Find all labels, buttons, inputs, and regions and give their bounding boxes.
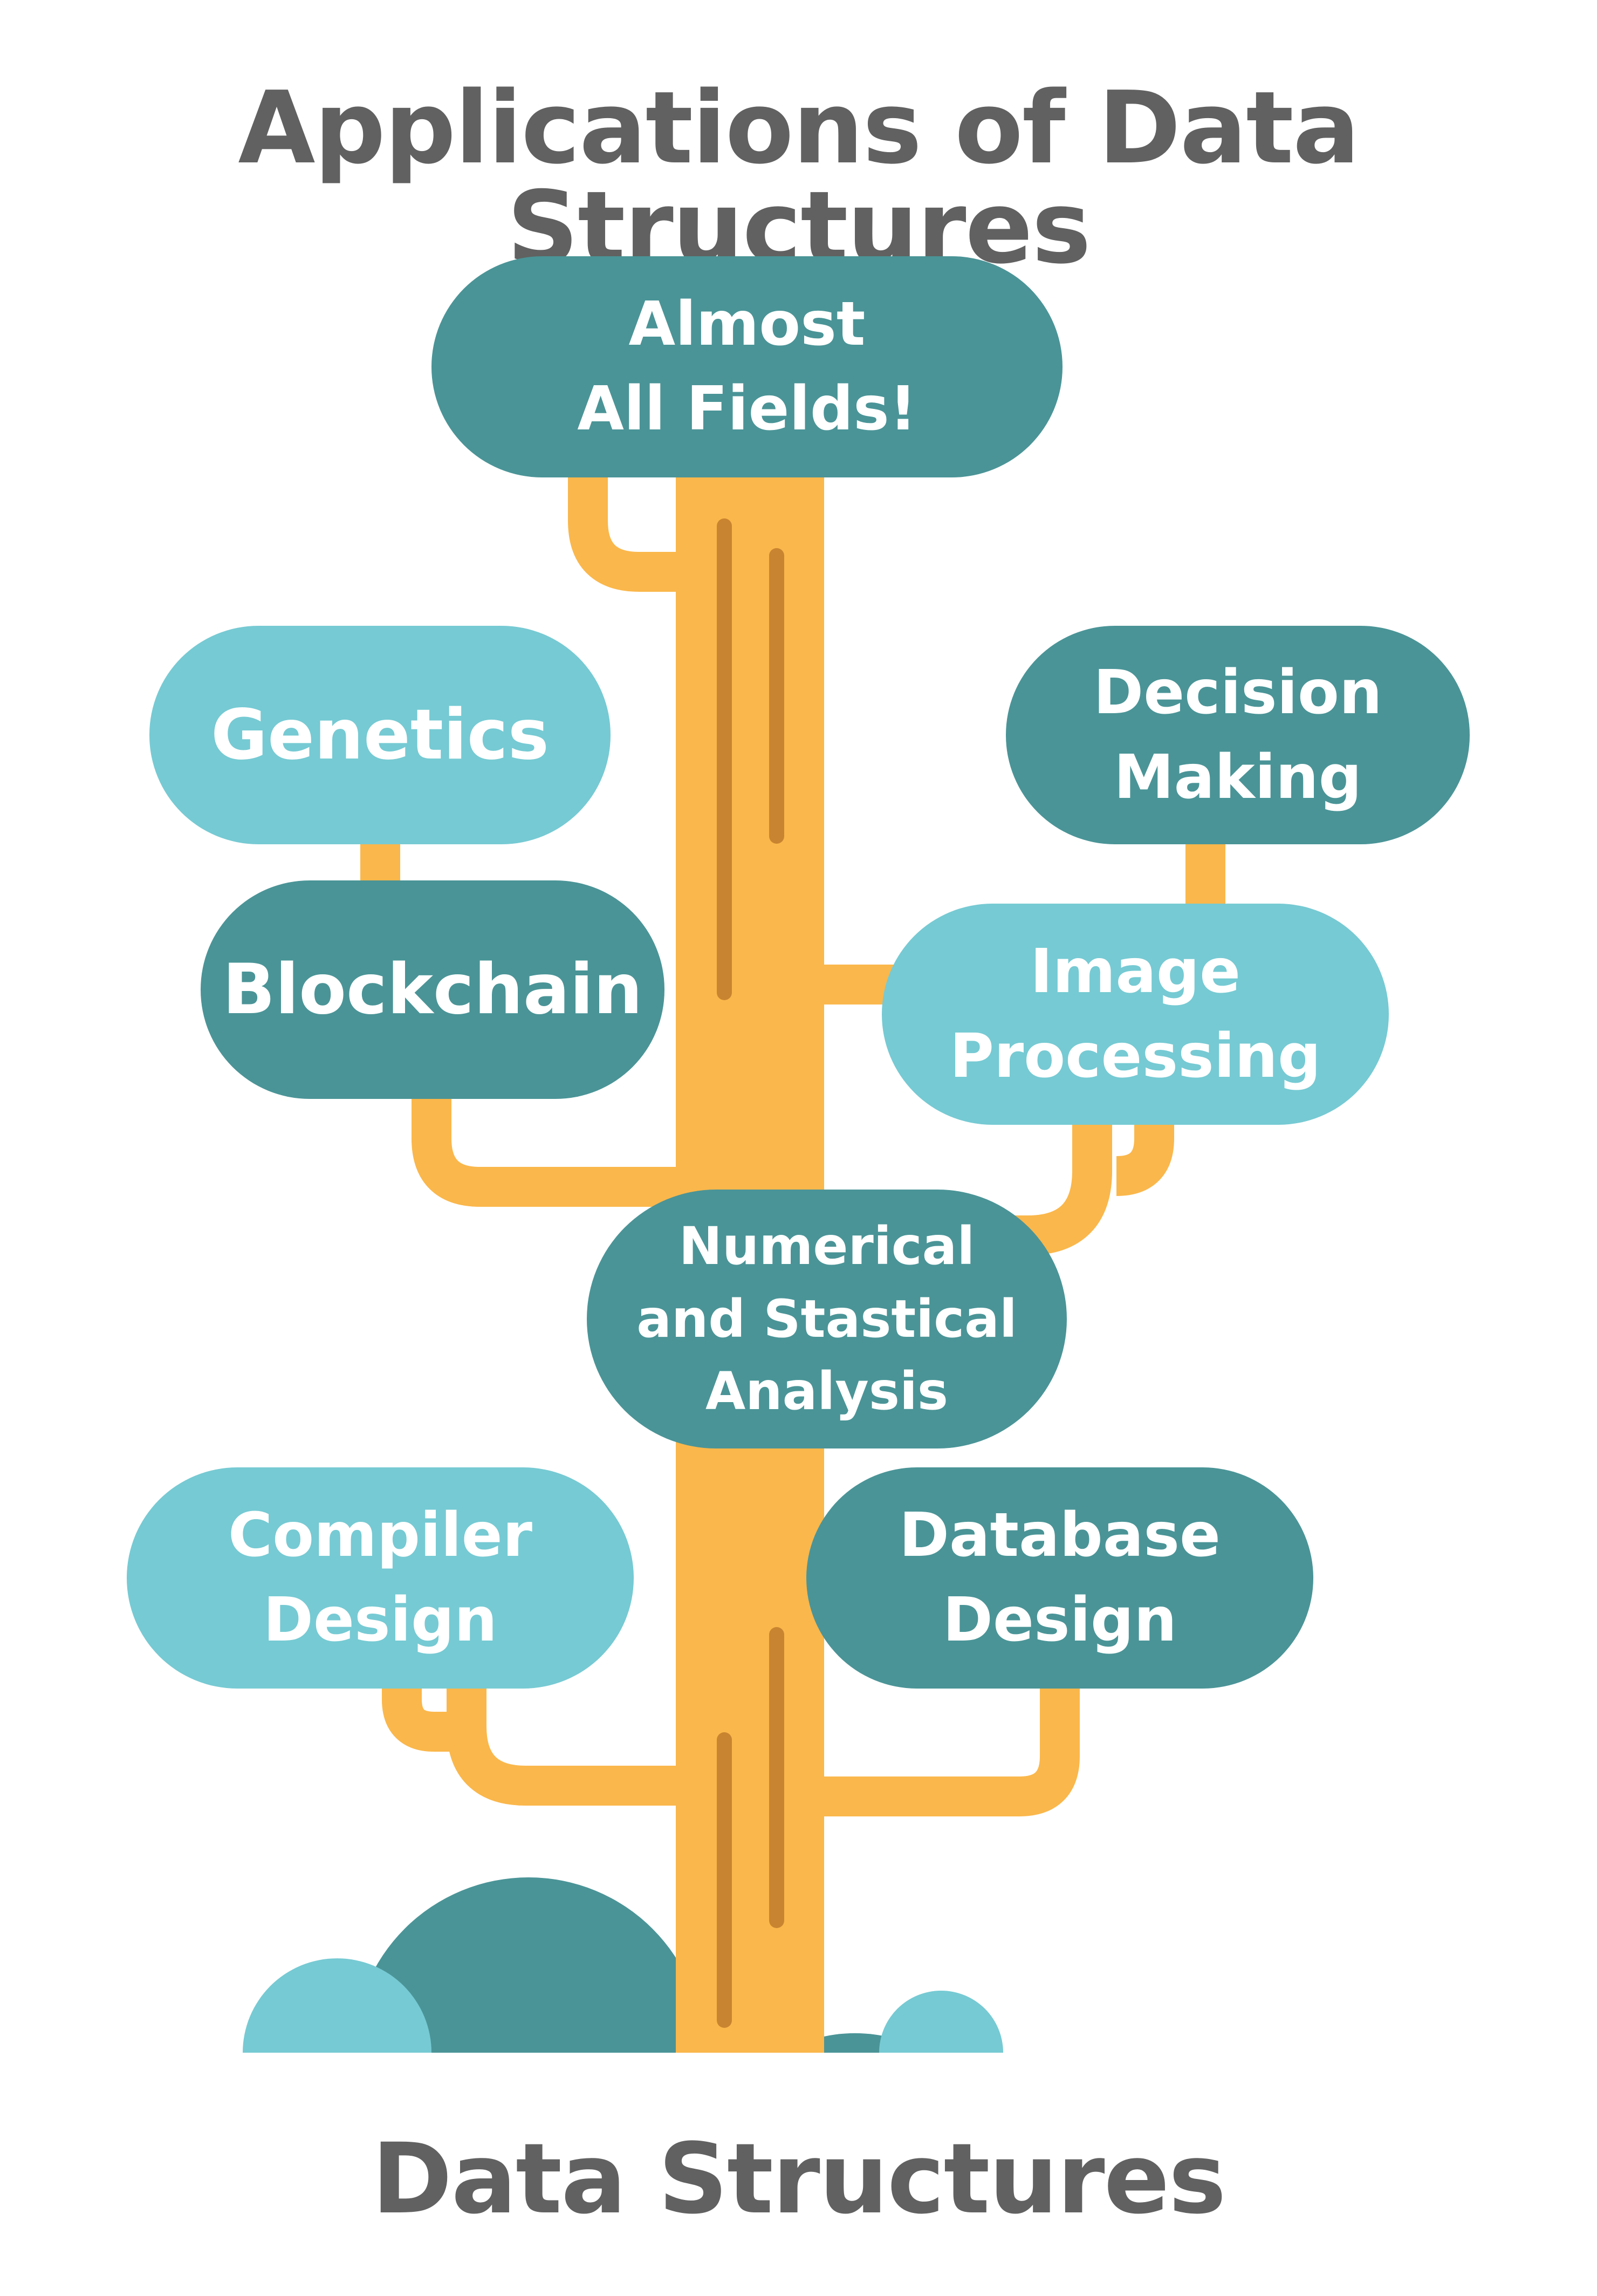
node-numerical-analysis-line-3: Analysis (705, 1361, 949, 1422)
bush-left-dark (353, 1877, 704, 2053)
page-title: Applications of Data Structures (238, 70, 1360, 286)
node-database-design-line-2: Design (943, 1585, 1177, 1655)
bush-right-light (879, 1991, 1003, 2053)
node-compiler-design: Compiler Design (127, 1467, 634, 1689)
branch-image-curl (1115, 1111, 1174, 1196)
node-almost-all-fields-line-1: Almost (628, 289, 866, 360)
footer-title: Data Structures (372, 2123, 1226, 2236)
branch-blockchain (412, 1090, 680, 1207)
node-database-design: Database Design (806, 1467, 1313, 1689)
node-compiler-design-line-2: Design (263, 1585, 497, 1655)
node-blockchain-line-1: Blockchain (222, 949, 643, 1030)
node-numerical-analysis: Numerical and Stastical Analysis (587, 1190, 1067, 1448)
node-blockchain: Blockchain (201, 880, 664, 1099)
node-database-design-line-1: Database (899, 1500, 1221, 1571)
node-genetics: Genetics (149, 626, 611, 844)
node-numerical-analysis-line-2: and Stastical (636, 1288, 1017, 1349)
node-almost-all-fields-line-2: All Fields! (577, 374, 917, 444)
branch-database (823, 1678, 1080, 1816)
node-image-processing-line-2: Processing (949, 1021, 1321, 1091)
node-almost-all-fields: Almost All Fields! (431, 256, 1063, 477)
node-compiler-design-line-1: Compiler (228, 1500, 532, 1571)
trunk-grooves (717, 518, 784, 2028)
node-decision-making-line-2: Making (1114, 742, 1362, 812)
bush-left-light (243, 1958, 431, 2053)
node-image-processing: Image Processing (882, 904, 1389, 1125)
node-image-processing-line-1: Image (1030, 937, 1241, 1007)
node-genetics-line-1: Genetics (211, 694, 549, 775)
node-numerical-analysis-line-1: Numerical (678, 1216, 975, 1277)
branch-top-left (568, 469, 680, 592)
branch-image-numerical (1007, 1111, 1112, 1255)
node-decision-making: Decision Making (1006, 626, 1470, 844)
branch-compiler (447, 1678, 680, 1806)
branch-compiler-curl (382, 1678, 456, 1752)
node-decision-making-line-1: Decision (1093, 657, 1382, 728)
bushes (243, 1877, 1003, 2053)
